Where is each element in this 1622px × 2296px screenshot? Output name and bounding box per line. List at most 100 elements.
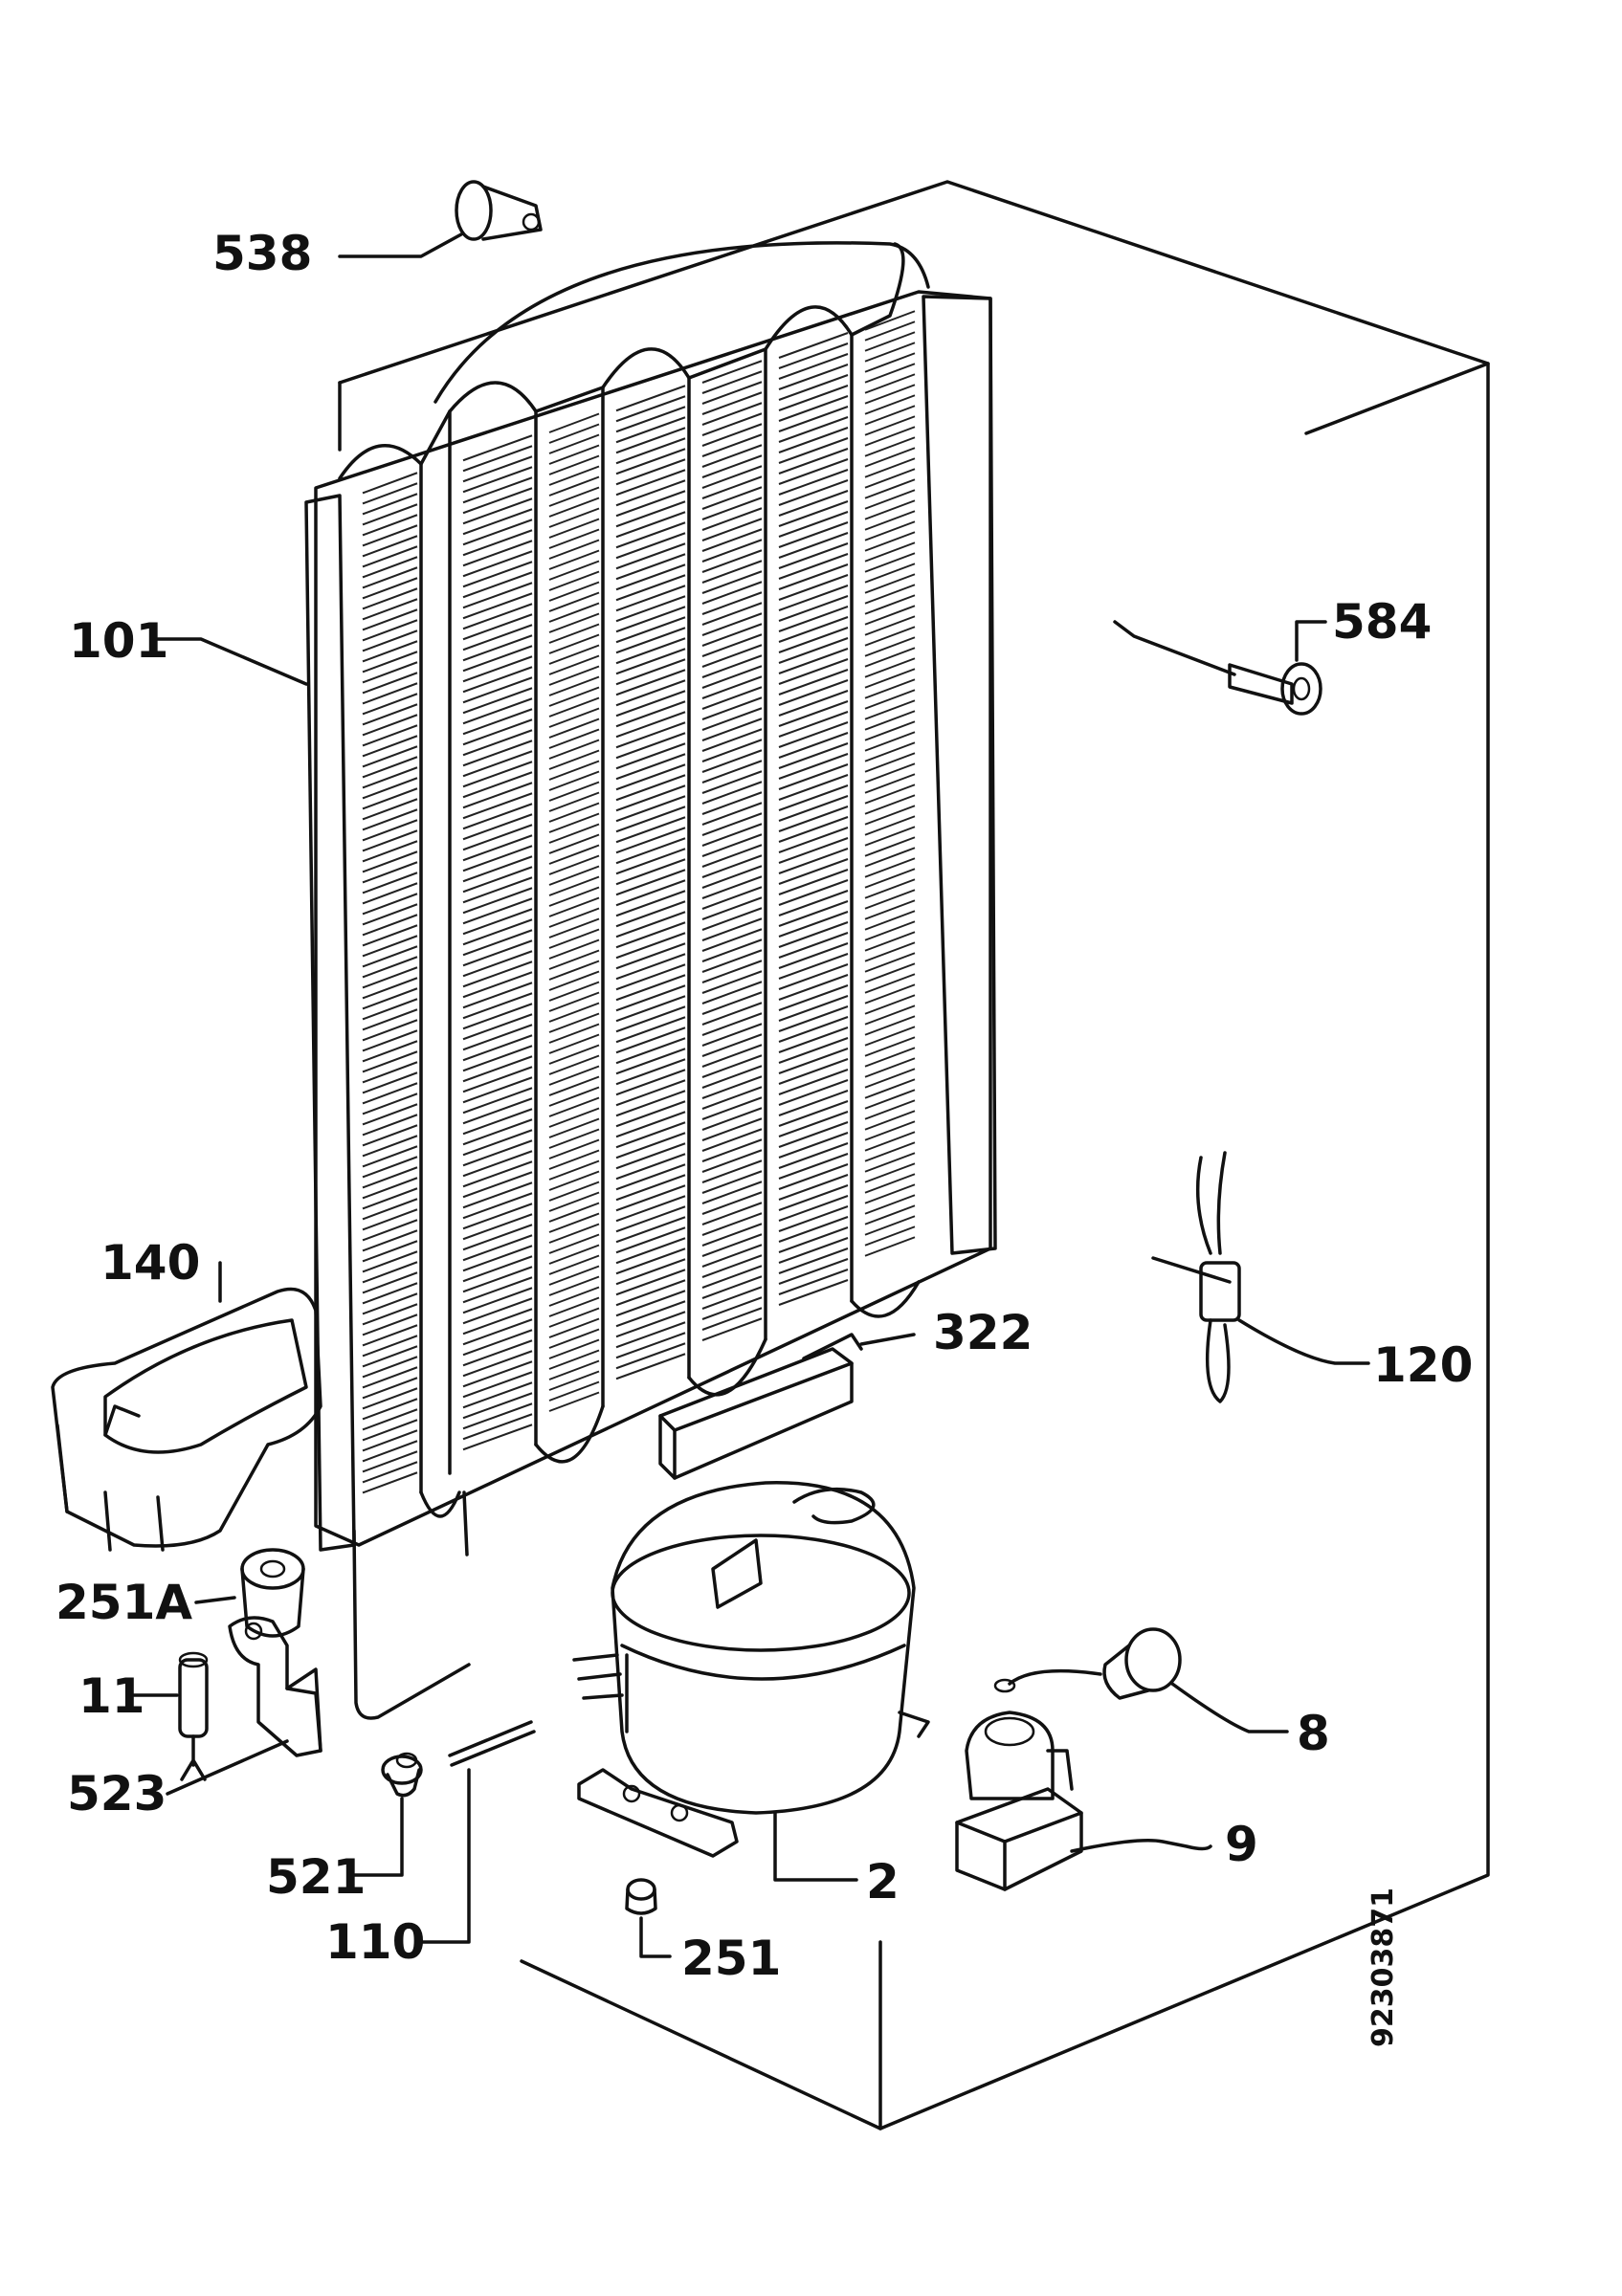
condenser-fin <box>462 929 533 957</box>
condenser-fin <box>362 703 418 726</box>
condenser-fin <box>548 749 600 770</box>
condenser-fin <box>362 524 418 547</box>
condenser-fin <box>615 1353 686 1380</box>
condenser-fin <box>615 1332 686 1359</box>
condenser-fin <box>778 595 849 622</box>
compressor-2 <box>572 1481 930 1882</box>
condenser-fin <box>362 1356 418 1379</box>
condenser-fin <box>462 897 533 925</box>
condenser-fin <box>701 412 763 436</box>
condenser-fin <box>548 1328 600 1349</box>
condenser-fin <box>615 795 686 823</box>
condenser-fin <box>778 1027 849 1053</box>
condenser-fin <box>864 541 916 563</box>
condenser-fin <box>362 861 418 884</box>
condenser-fin <box>615 521 686 549</box>
tube-110 <box>419 1720 536 1944</box>
condenser-fin <box>615 1247 686 1275</box>
condenser-fin <box>548 1002 600 1023</box>
condenser-fin <box>864 373 916 394</box>
condenser-fin <box>778 848 849 874</box>
condenser-fin <box>778 1258 849 1285</box>
condenser-fin <box>615 932 686 960</box>
condenser-fin <box>864 857 916 878</box>
condenser-fin <box>362 1177 418 1200</box>
leader-101 <box>156 637 308 686</box>
condenser-fin <box>548 686 600 707</box>
condenser-fin <box>362 956 418 979</box>
condenser-fin <box>548 623 600 644</box>
condenser-fin <box>615 395 686 423</box>
condenser-fin <box>362 977 418 1000</box>
condenser-fin <box>362 714 418 737</box>
condenser-fin <box>615 679 686 707</box>
label-523: 523 <box>67 1766 167 1821</box>
condenser-fin <box>864 1204 916 1225</box>
condenser-fin <box>701 1012 763 1036</box>
condenser-fin <box>548 433 600 454</box>
condenser-fin <box>864 973 916 994</box>
condenser-fin <box>362 1114 418 1137</box>
condenser-fin <box>778 1226 849 1253</box>
condenser-fin <box>362 556 418 579</box>
condenser-fin <box>615 837 686 865</box>
condenser-fin <box>701 749 763 773</box>
condenser-fin <box>864 815 916 836</box>
condenser-fin <box>462 939 533 967</box>
condenser-fin <box>462 1413 533 1441</box>
condenser-fin <box>778 574 849 601</box>
condenser-fin <box>864 1225 916 1247</box>
condenser-fin <box>615 1290 686 1317</box>
condenser-fin <box>864 415 916 436</box>
condenser-fin <box>864 962 916 983</box>
condenser-fin <box>864 615 916 636</box>
condenser-fin <box>778 427 849 453</box>
condenser-fin <box>864 994 916 1015</box>
condenser-fin <box>701 1307 763 1331</box>
condenser-fin <box>778 1016 849 1043</box>
condenser-fin <box>462 729 533 757</box>
condenser-fin <box>462 592 533 620</box>
condenser-fin <box>864 626 916 647</box>
condenser-fin <box>548 675 600 696</box>
condenser-fin <box>462 1003 533 1030</box>
condenser-fin <box>548 1012 600 1033</box>
condenser-fin <box>362 482 418 505</box>
condenser-fin <box>548 854 600 875</box>
condenser-fin <box>548 444 600 465</box>
condenser-fin <box>701 1233 763 1257</box>
condenser-fin <box>462 992 533 1020</box>
condenser-fin <box>615 1321 686 1349</box>
condenser-fin <box>701 560 763 584</box>
label-120: 120 <box>1373 1337 1474 1393</box>
condenser-fin <box>362 1408 418 1431</box>
condenser-fin <box>362 829 418 852</box>
condenser-fin <box>701 718 763 741</box>
condenser-fin <box>548 507 600 528</box>
condenser-fin <box>615 427 686 454</box>
condenser-fin <box>548 1275 600 1296</box>
condenser-fin <box>362 840 418 863</box>
condenser-fin <box>548 665 600 686</box>
condenser-fin <box>462 476 533 504</box>
condenser-fin <box>701 970 763 994</box>
condenser-fin <box>548 1338 600 1359</box>
condenser-fin <box>701 486 763 510</box>
condenser-fin <box>462 1160 533 1188</box>
condenser-fin <box>462 655 533 683</box>
condenser-fin <box>362 1071 418 1094</box>
condenser-fin <box>701 381 763 405</box>
condenser-fin <box>462 1108 533 1136</box>
condenser-fin <box>615 1311 686 1338</box>
cabinet-outline <box>338 180 1490 2130</box>
condenser-fin <box>548 865 600 886</box>
label-521: 521 <box>266 1849 367 1905</box>
condenser-fin <box>462 960 533 988</box>
condenser-fin <box>864 910 916 931</box>
condenser-fin <box>701 1117 763 1141</box>
condenser-fin <box>548 549 600 570</box>
condenser-fin <box>462 582 533 609</box>
condenser-fin <box>362 1240 418 1263</box>
condenser-fin <box>778 732 849 759</box>
